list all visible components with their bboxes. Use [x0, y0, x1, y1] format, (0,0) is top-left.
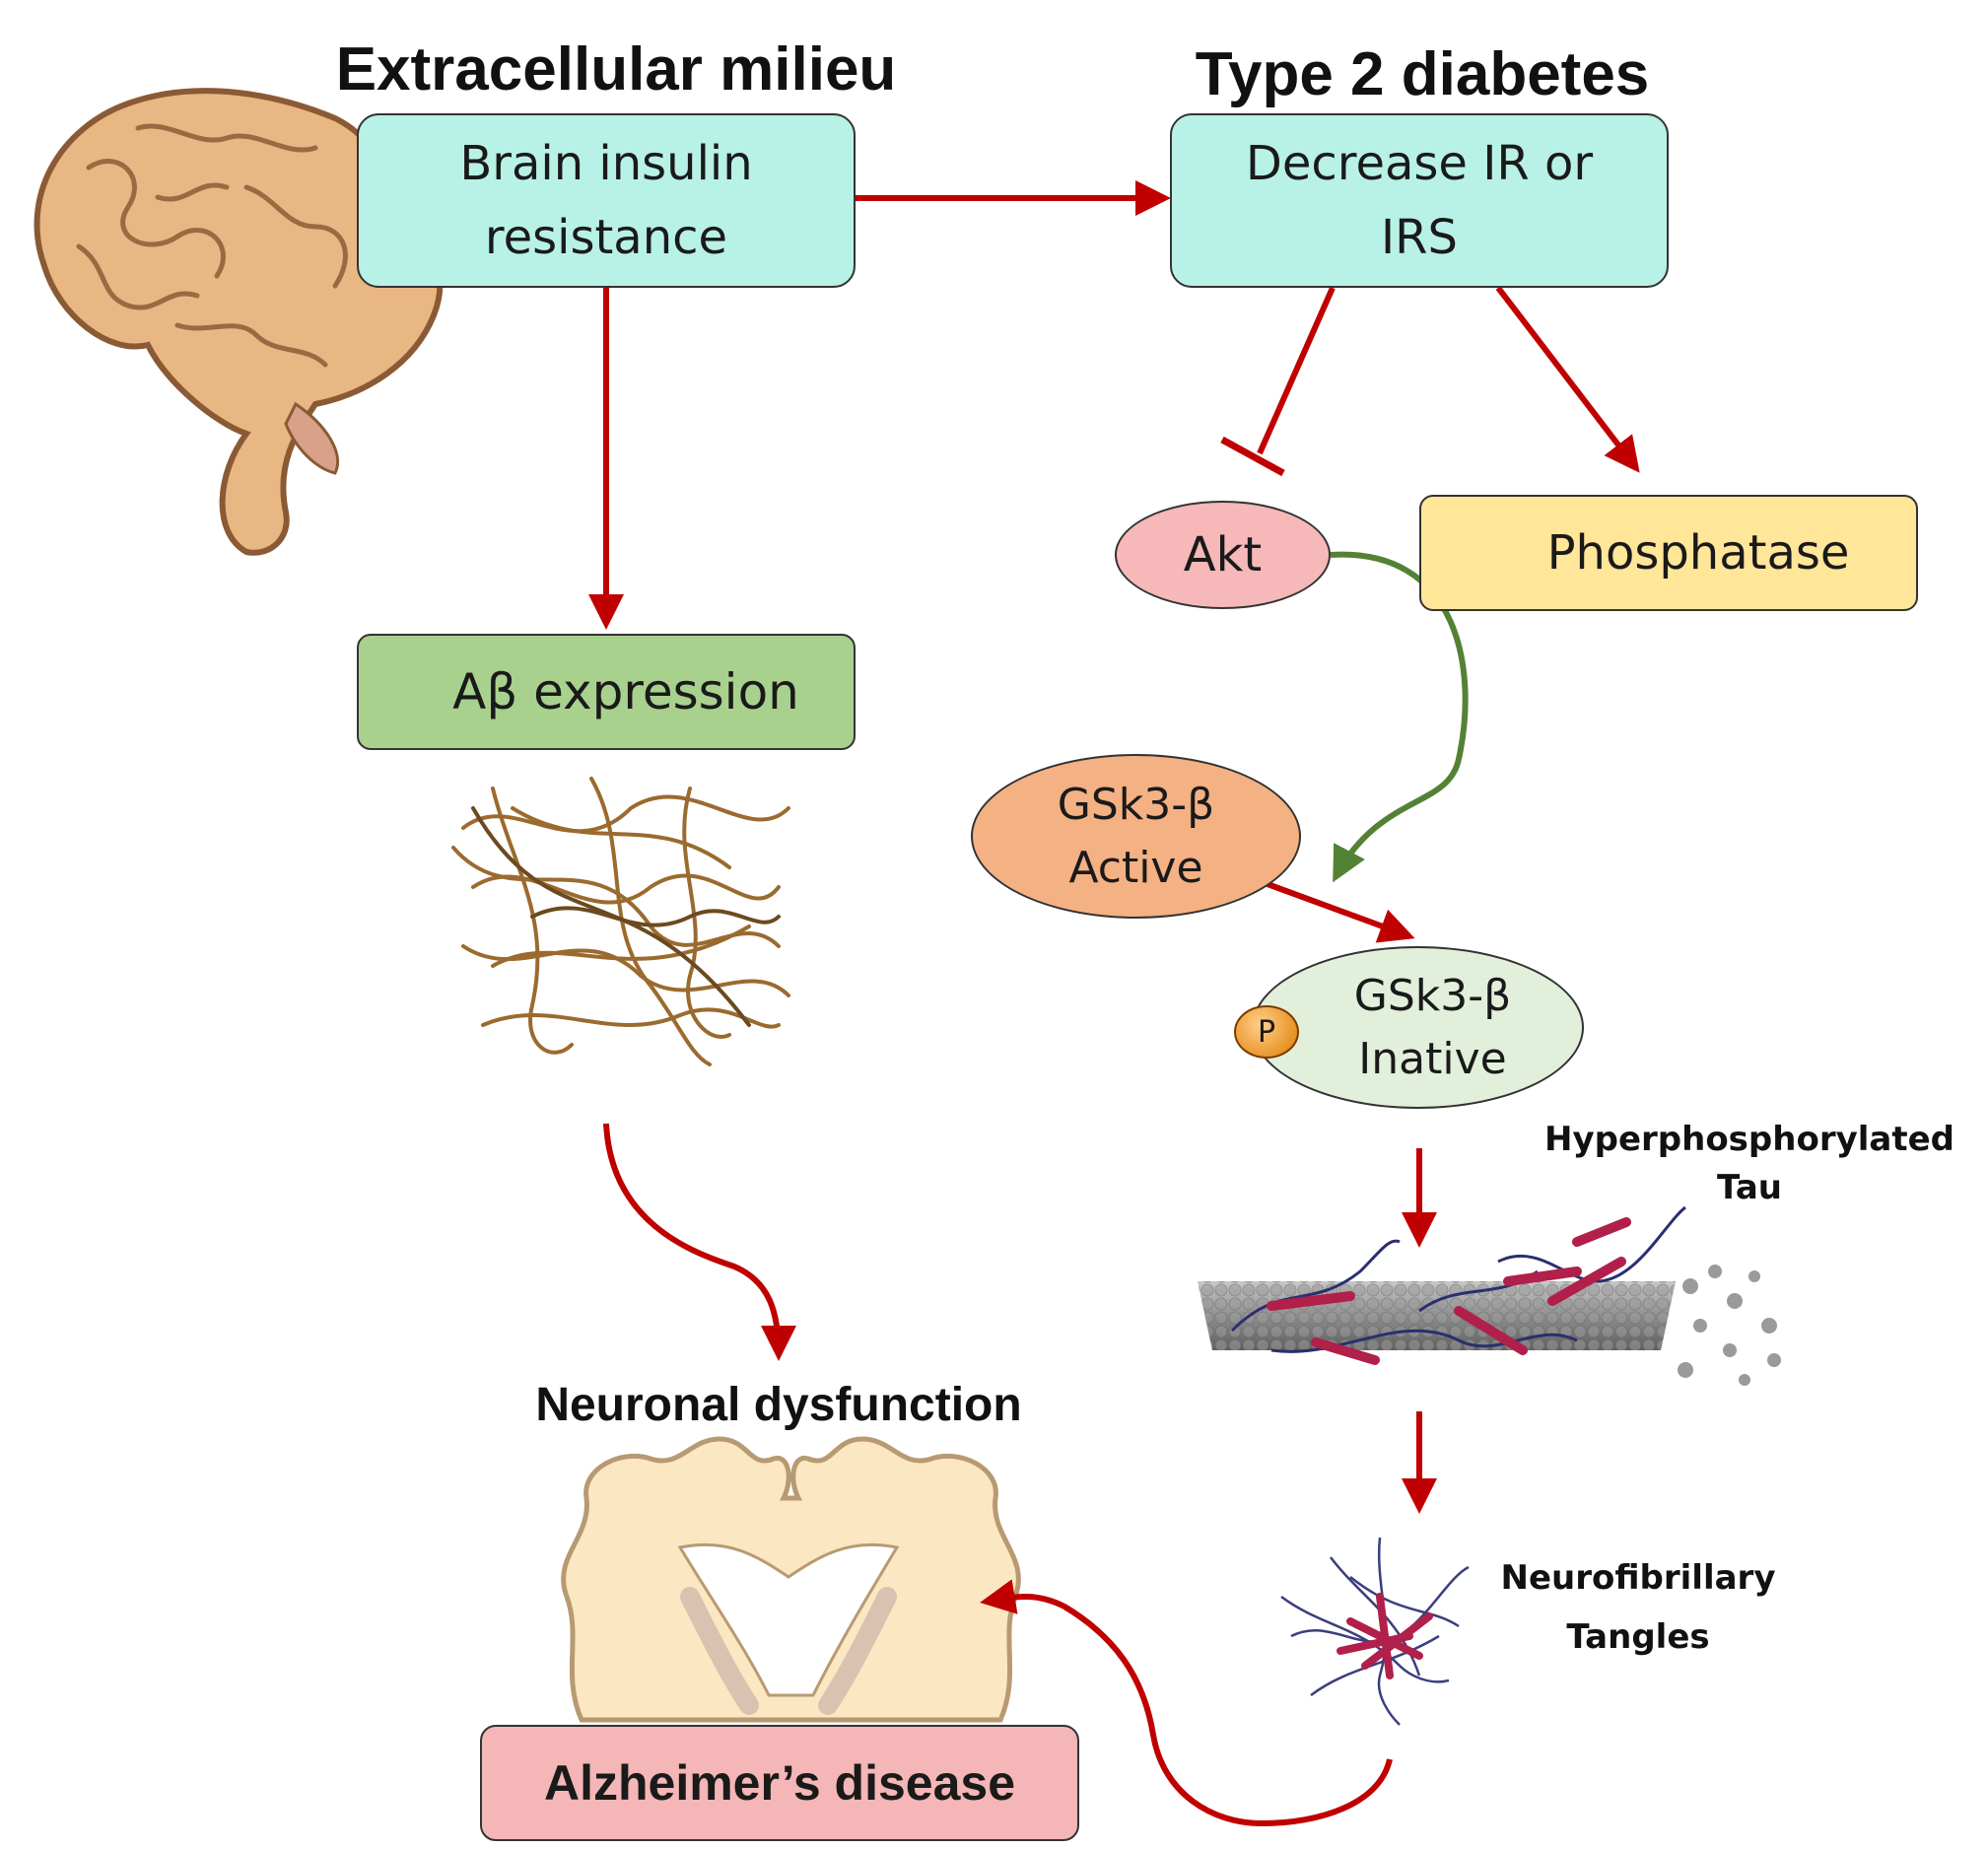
arrow-akt-to-gsk-inactive: [1330, 551, 1469, 883]
brain-insulin-line-1: Brain insulin: [459, 136, 753, 192]
neurofibrillary-tangle-illustration: [1280, 1537, 1470, 1726]
gsk3b-active-line-1: GSk3-β: [1057, 779, 1215, 830]
gsk3b-inactive-node: GSk3-β Inative: [1252, 946, 1584, 1109]
alzheimers-disease-label: Alzheimer’s disease: [543, 1755, 1016, 1811]
phosphatase-label: Phosphatase: [1546, 525, 1850, 581]
decrease-ir-line-1: Decrease IR or: [1245, 136, 1594, 192]
gsk3b-active-node: GSk3-β Active: [971, 754, 1301, 919]
tangles-label-line-2: Tangles: [1566, 1616, 1710, 1657]
amyloid-fibrils-illustration: [451, 777, 790, 1066]
arrow-ir-to-phosphatase: [1495, 286, 1640, 473]
gsk3b-active-line-2: Active: [1068, 842, 1203, 893]
gsk3b-inactive-line-1: GSk3-β: [1353, 970, 1512, 1021]
heading-neuronal-dysfunction: Neuronal dysfunction: [535, 1379, 1022, 1431]
heading-extracellular-milieu: Extracellular milieu: [335, 35, 897, 103]
microtubule-tau-illustration: [1198, 1205, 1781, 1386]
phosphatase-box: Phosphatase: [1419, 495, 1918, 611]
tangles-label-line-1: Neurofibrillary: [1500, 1558, 1776, 1598]
brain-insulin-line-2: resistance: [484, 209, 728, 265]
tau-label-line-2: Tau: [1717, 1168, 1782, 1208]
arrow-fibrils-to-dysfunction: [603, 1123, 796, 1361]
brain-section-illustration: [561, 1436, 1021, 1723]
abeta-expression-box: Aβ expression: [357, 634, 856, 750]
arrow-tangles-to-alzheimers: [980, 1579, 1393, 1827]
arrow-gsk-active-to-inactive: [1255, 877, 1415, 943]
heading-type-2-diabetes: Type 2 diabetes: [1195, 40, 1650, 108]
inhibit-bar: [1220, 436, 1285, 477]
gsk3b-inactive-line-2: Inative: [1358, 1033, 1507, 1084]
inhibit-ir-to-akt: [1257, 286, 1336, 455]
alzheimers-disease-box: Alzheimer’s disease: [480, 1725, 1079, 1841]
akt-label: Akt: [1183, 527, 1263, 582]
tau-label-line-1: Hyperphosphorylated: [1543, 1120, 1955, 1159]
decrease-ir-line-2: IRS: [1381, 209, 1458, 265]
decrease-ir-irs-box: Decrease IR or IRS: [1170, 113, 1669, 288]
neurofibrillary-tangles-label: Neurofibrillary Tangles: [1501, 1549, 1776, 1667]
phosphate-marker-label: P: [1257, 1014, 1276, 1050]
hyperphosphorylated-tau-label: Hyperphosphorylated Tau: [1544, 1116, 1954, 1213]
phosphate-marker: P: [1234, 1005, 1299, 1059]
brain-illustration: [34, 88, 444, 556]
akt-node: Akt: [1115, 501, 1331, 609]
brain-insulin-resistance-box: Brain insulin resistance: [357, 113, 856, 288]
abeta-expression-label: Aβ expression: [452, 663, 799, 720]
